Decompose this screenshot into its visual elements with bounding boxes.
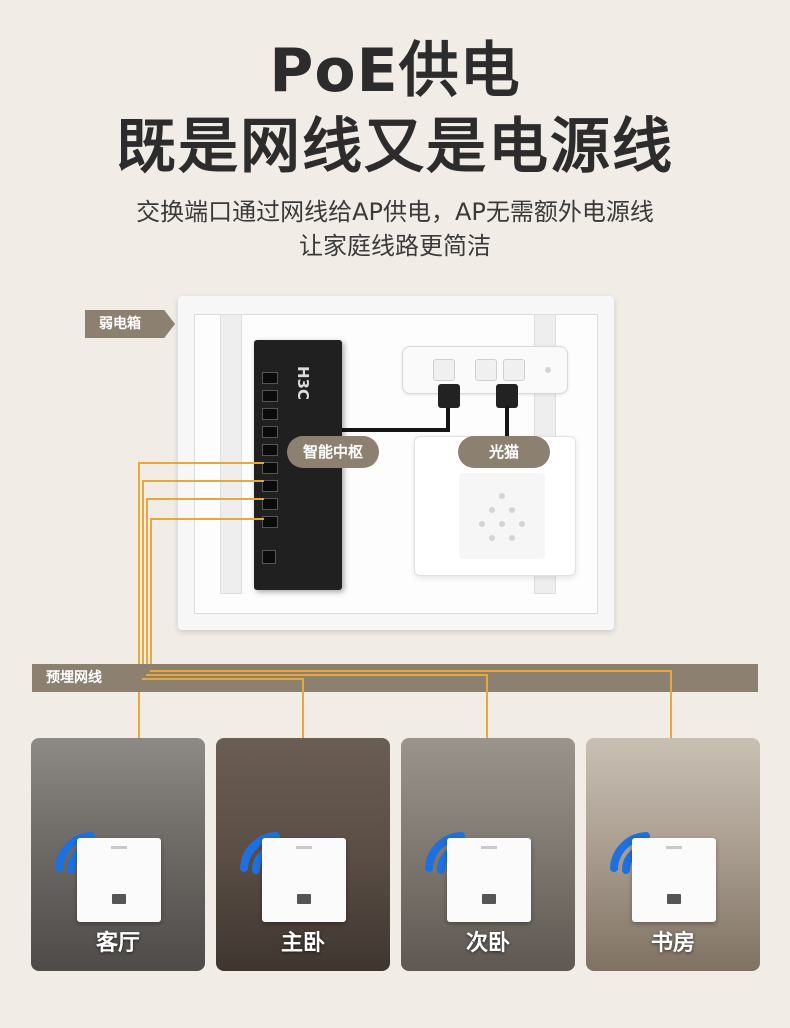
- ap-ethernet-port: [667, 894, 681, 904]
- vent-hole: [499, 493, 505, 499]
- ethernet-port: [262, 498, 278, 510]
- ethernet-port: [262, 390, 278, 402]
- wall-access-point: [447, 838, 531, 922]
- vent-hole: [489, 507, 495, 513]
- vent-hole: [479, 521, 485, 527]
- ethernet-port: [262, 444, 278, 456]
- network-wire: [150, 518, 264, 520]
- vent-hole: [509, 535, 515, 541]
- network-wire: [146, 498, 148, 674]
- tag-prewired-network: 预埋网线: [32, 664, 758, 692]
- ethernet-port: [262, 408, 278, 420]
- network-wire: [146, 674, 488, 676]
- ap-logo: [296, 846, 312, 849]
- network-wire: [138, 462, 264, 464]
- room-label: 次卧: [465, 931, 510, 956]
- network-wire: [138, 462, 140, 738]
- wall-access-point: [77, 838, 161, 922]
- brand-logo: H3C: [294, 366, 312, 400]
- page-title-line1: PoE供电: [269, 36, 521, 106]
- network-wire: [302, 678, 304, 738]
- room-card-study: 书房: [586, 738, 760, 971]
- room-label: 客厅: [95, 931, 140, 956]
- wall-access-point: [632, 838, 716, 922]
- room-card-living-room: 客厅: [31, 738, 205, 971]
- room-label: 主卧: [280, 931, 325, 956]
- power-cable-vertical: [446, 400, 450, 432]
- ethernet-port: [262, 480, 278, 492]
- wall-access-point: [262, 838, 346, 922]
- ap-logo: [111, 846, 127, 849]
- outlet: [433, 359, 455, 381]
- tag-weak-current-box: 弱电箱: [85, 310, 175, 338]
- network-wire: [150, 670, 672, 672]
- page-title-line2: 既是网线又是电源线: [116, 112, 674, 182]
- ethernet-port: [262, 516, 278, 528]
- ap-logo: [666, 846, 682, 849]
- room-card-master-bedroom: 主卧: [216, 738, 390, 971]
- cabinet-rail-left: [220, 314, 242, 594]
- network-wire: [142, 678, 304, 680]
- vent-hole: [519, 521, 525, 527]
- power-plug-icon: [438, 384, 460, 408]
- power-port: [262, 550, 276, 564]
- power-plug-icon: [496, 384, 518, 408]
- outlet: [475, 359, 497, 381]
- ethernet-port: [262, 372, 278, 384]
- network-wire: [142, 480, 264, 482]
- ap-ethernet-port: [482, 894, 496, 904]
- label-smart-hub: 智能中枢: [287, 436, 379, 468]
- network-wire: [670, 670, 672, 738]
- power-strip: [402, 346, 568, 394]
- vent-hole: [509, 507, 515, 513]
- vent-hole: [489, 535, 495, 541]
- subtitle-line1: 交换端口通过网线给AP供电，AP无需额外电源线: [136, 198, 654, 226]
- network-wire: [150, 518, 152, 670]
- ap-ethernet-port: [112, 894, 126, 904]
- label-optical-modem: 光猫: [458, 436, 550, 468]
- ap-ethernet-port: [297, 894, 311, 904]
- ap-logo: [481, 846, 497, 849]
- outlet: [503, 359, 525, 381]
- ethernet-port: [262, 426, 278, 438]
- network-wire: [142, 480, 144, 678]
- vent-hole: [499, 521, 505, 527]
- network-wire: [486, 674, 488, 738]
- modem-vent-panel: [459, 473, 545, 559]
- power-cable: [342, 428, 448, 432]
- ethernet-port: [262, 462, 278, 474]
- strip-screw: [545, 367, 551, 373]
- room-label: 书房: [650, 931, 695, 956]
- subtitle-line2: 让家庭线路更简洁: [299, 232, 491, 260]
- modem-power-cable: [505, 406, 509, 436]
- network-wire: [146, 498, 264, 500]
- room-card-second-bedroom: 次卧: [401, 738, 575, 971]
